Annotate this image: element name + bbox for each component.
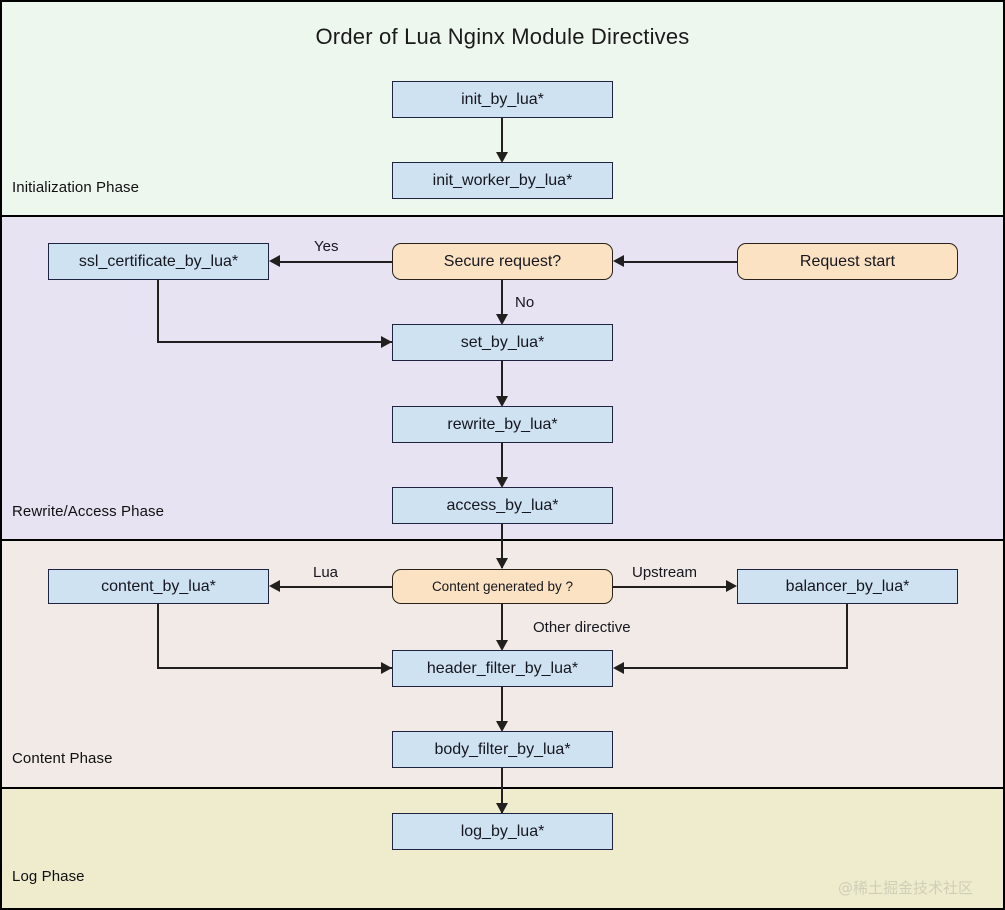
arrowhead-securerequest-to-setbylua [496, 314, 508, 325]
edge-rewritebylua-to-accessbylua [501, 443, 503, 483]
edge-contentdecision-to-headerfilter [501, 604, 503, 646]
edge-contentdecision-to-contentbylua [280, 586, 392, 588]
node-body-filter-by-lua[interactable]: body_filter_by_lua* [392, 731, 613, 768]
edge-balancerbylua-to-headerfilter-horizontal [624, 667, 848, 669]
phase-label-initialization: Initialization Phase [12, 179, 140, 196]
watermark: @稀土掘金技术社区 [838, 879, 974, 897]
edge-setbylua-to-rewritebylua [501, 361, 503, 401]
arrowhead-headerfilter-to-bodyfilter [496, 721, 508, 732]
phase-label-content: Content Phase [12, 750, 113, 767]
phase-label-log: Log Phase [12, 868, 85, 885]
arrowhead-securerequest-to-ssl [269, 255, 280, 267]
edge-label-other-directive: Other directive [533, 619, 631, 636]
edge-headerfilter-to-bodyfilter [501, 687, 503, 727]
arrowhead-bodyfilter-to-logbylua [496, 803, 508, 814]
node-request-start[interactable]: Request start [737, 243, 958, 280]
node-set-by-lua[interactable]: set_by_lua* [392, 324, 613, 361]
arrowhead-init-to-initworker [496, 152, 508, 163]
node-balancer-by-lua[interactable]: balancer_by_lua* [737, 569, 958, 604]
node-init-by-lua[interactable]: init_by_lua* [392, 81, 613, 118]
edge-init-to-initworker [501, 118, 503, 158]
edge-label-lua: Lua [313, 564, 339, 581]
node-content-generated-by[interactable]: Content generated by ? [392, 569, 613, 604]
band-divider-1 [0, 215, 1005, 217]
edge-ssl-to-setbylua-horizontal [157, 341, 392, 343]
node-ssl-certificate-by-lua[interactable]: ssl_certificate_by_lua* [48, 243, 269, 280]
node-log-by-lua[interactable]: log_by_lua* [392, 813, 613, 850]
edge-contentdecision-to-balancerbylua [613, 586, 726, 588]
arrowhead-setbylua-to-rewritebylua [496, 396, 508, 407]
node-access-by-lua[interactable]: access_by_lua* [392, 487, 613, 524]
arrowhead-accessbylua-to-contentdecision [496, 558, 508, 569]
arrowhead-contentdecision-to-balancerbylua [726, 580, 737, 592]
edge-contentbylua-to-headerfilter-vertical [157, 604, 159, 668]
node-content-by-lua[interactable]: content_by_lua* [48, 569, 269, 604]
arrowhead-ssl-to-setbylua [381, 336, 392, 348]
arrowhead-contentdecision-to-headerfilter [496, 640, 508, 651]
arrowhead-contentdecision-to-contentbylua [269, 580, 280, 592]
edge-ssl-to-setbylua-vertical [157, 280, 159, 342]
edge-label-yes: Yes [314, 238, 339, 255]
arrowhead-rewritebylua-to-accessbylua [496, 477, 508, 488]
edge-accessbylua-to-contentdecision [501, 524, 503, 568]
edge-contentbylua-to-headerfilter-horizontal [157, 667, 392, 669]
phase-label-rewrite-access: Rewrite/Access Phase [12, 503, 165, 520]
arrowhead-contentbylua-to-headerfilter [381, 662, 392, 674]
node-init-worker-by-lua[interactable]: init_worker_by_lua* [392, 162, 613, 199]
edge-label-upstream: Upstream [632, 564, 698, 581]
node-secure-request[interactable]: Secure request? [392, 243, 613, 280]
edge-label-no: No [515, 294, 535, 311]
edge-requeststart-to-securerequest [624, 261, 737, 263]
edge-securerequest-to-setbylua [501, 280, 503, 318]
node-rewrite-by-lua[interactable]: rewrite_by_lua* [392, 406, 613, 443]
edge-balancerbylua-to-headerfilter-vertical [846, 604, 848, 668]
page-title: Order of Lua Nginx Module Directives [315, 24, 690, 49]
edge-bodyfilter-to-logbylua [501, 768, 503, 813]
node-header-filter-by-lua[interactable]: header_filter_by_lua* [392, 650, 613, 687]
edge-securerequest-to-ssl [280, 261, 392, 263]
arrowhead-balancerbylua-to-headerfilter [613, 662, 624, 674]
arrowhead-requeststart-to-securerequest [613, 255, 624, 267]
